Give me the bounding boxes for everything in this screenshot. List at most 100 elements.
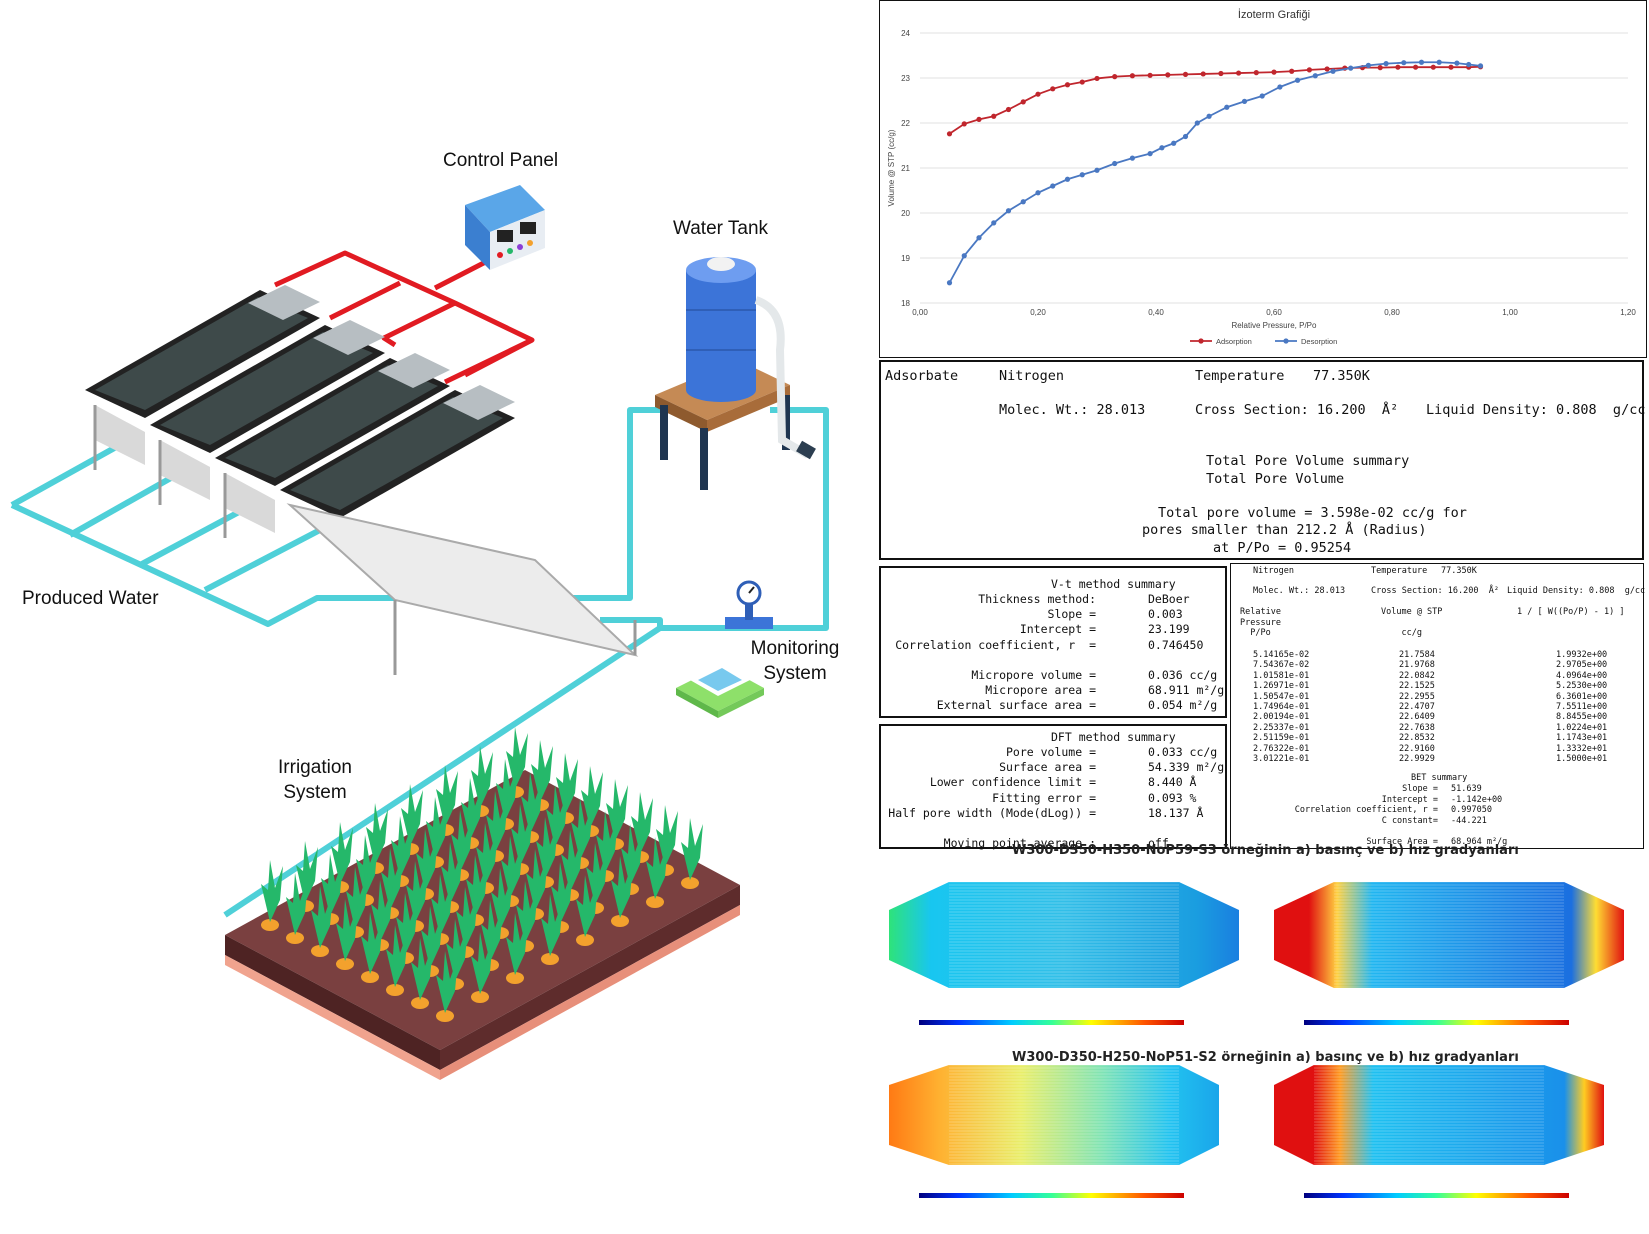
summary-row: Fitting error =0.093 % (881, 791, 1221, 806)
plant-leaves (461, 778, 483, 840)
plant-leaves (366, 803, 388, 865)
monitoring-basin-icon (676, 664, 764, 718)
summary-row: Thickness method:DeBoer (881, 592, 1221, 607)
temperature-value: 77.350K (1313, 368, 1370, 384)
data-point-desorption (1159, 145, 1165, 151)
table-cell: 2.25337e-01 (1253, 722, 1310, 733)
plant-leaves (606, 779, 628, 841)
summary-row: Slope =0.003 (881, 607, 1221, 622)
produced-water-units (85, 285, 639, 675)
summary-row-label: Moving point average : (943, 836, 1096, 851)
bet-col-pressure: Relative Pressure P/Po (1240, 607, 1281, 638)
table-cell: 1.74964e-01 (1253, 701, 1310, 712)
dft-title: DFT method summary (1051, 730, 1176, 744)
legend-label-adsorption: Adsorption (1216, 337, 1252, 346)
data-point-adsorption (1253, 70, 1259, 76)
data-point-adsorption (1094, 75, 1100, 82)
data-point-desorption (1224, 104, 1230, 110)
velocity-gradient-1 (1274, 882, 1624, 1025)
data-point-adsorption (1035, 91, 1041, 97)
data-point-desorption (1129, 155, 1135, 161)
summary-row-label: Correlation coefficient, r = (895, 637, 1096, 652)
plant-leaves (501, 836, 523, 898)
summary-row-value: 0.036 cc/g (1148, 667, 1218, 682)
plant-leaves (541, 894, 563, 956)
summary-row-value: -1.142e+00 (1451, 794, 1503, 805)
plant-bulb (386, 984, 404, 996)
table-cell: 8.8455e+00 (1556, 712, 1608, 723)
data-point-desorption (1330, 68, 1336, 74)
plant-leaves (456, 887, 478, 949)
plant-leaves (406, 861, 428, 923)
data-point-adsorption (1430, 64, 1436, 70)
plant-leaves (531, 740, 553, 802)
plant-leaves (411, 938, 433, 1000)
y-tick-label: 18 (901, 299, 910, 308)
summary-row-label: Slope = (1047, 607, 1096, 622)
data-point-desorption (1147, 151, 1153, 157)
summary-row: Half pore width (Mode(dLog)) =18.137 Å (881, 806, 1221, 821)
data-point-adsorption (961, 121, 967, 127)
summary-row-label: C constant= (1381, 815, 1438, 826)
data-point-desorption (1050, 183, 1056, 189)
summary-row-value: 0.093 % (1148, 790, 1197, 805)
data-point-desorption (1020, 199, 1026, 205)
plant-bulb (361, 971, 379, 983)
data-point-desorption (1094, 167, 1100, 173)
x-tick-label: 0,20 (1030, 308, 1046, 317)
summary-row-label: Surface area = (999, 760, 1096, 775)
plant-leaves (401, 784, 423, 846)
data-point-desorption (1466, 61, 1472, 68)
table-cell: 7.5511e+00 (1556, 701, 1608, 712)
data-point-desorption (1241, 98, 1248, 104)
plant-leaves (396, 893, 418, 955)
data-point-desorption (1005, 208, 1012, 214)
plant-leaves (611, 856, 633, 918)
data-point-adsorption (1377, 65, 1383, 71)
data-point-adsorption (1112, 74, 1118, 80)
data-point-adsorption (1324, 66, 1330, 72)
summary-row-label: Slope = (1402, 784, 1438, 794)
bet-liquid-density: Liquid Density: 0.808 g/cc (1507, 586, 1646, 596)
plant-leaves (356, 835, 378, 897)
data-point-adsorption (991, 113, 997, 119)
vt-method-panel: V-t method summary Thickness method:DeBo… (879, 566, 1227, 718)
table-cell: 21.7584 (1399, 650, 1435, 660)
x-axis-label: Relative Pressure, P/Po (1232, 321, 1317, 330)
plant-leaves (446, 919, 468, 981)
plant-leaves (476, 823, 498, 885)
data-point-adsorption (1271, 69, 1277, 75)
y-tick-label: 21 (901, 164, 910, 173)
adsorbate-label: Adsorbate (885, 368, 959, 384)
summary-row-label: External surface area = (936, 698, 1096, 713)
data-point-desorption (1295, 77, 1301, 83)
table-cell: 22.1525 (1399, 681, 1435, 692)
table-cell: 22.7638 (1399, 722, 1435, 733)
tpv-line-2: pores smaller than 212.2 Å (Radius) (1142, 522, 1427, 538)
summary-row (881, 653, 1221, 668)
plant-bulb (471, 991, 489, 1003)
data-point-adsorption (1064, 82, 1071, 88)
data-point-adsorption (1306, 67, 1312, 73)
pressure-gauge-icon (725, 580, 773, 629)
data-point-desorption (1259, 93, 1265, 99)
plant-leaves (471, 746, 493, 808)
x-tick-label: 1,00 (1502, 308, 1518, 317)
plant-leaves (431, 874, 453, 936)
plant-leaves (336, 899, 358, 961)
data-point-desorption (1064, 176, 1071, 182)
summary-row: Lower confidence limit =8.440 Å (881, 775, 1221, 790)
tpv-title: Total Pore Volume (1206, 471, 1345, 487)
dft-method-panel: DFT method summary Pore volume =0.033 cc… (879, 724, 1227, 851)
plant-leaves (441, 842, 463, 904)
summary-row-label: Pore volume = (1005, 745, 1096, 759)
legend-label-desorption: Desorption (1301, 337, 1337, 346)
summary-row-label: Micropore volume = (971, 667, 1096, 682)
summary-row-value: 68.911 m²/g (1148, 683, 1225, 698)
